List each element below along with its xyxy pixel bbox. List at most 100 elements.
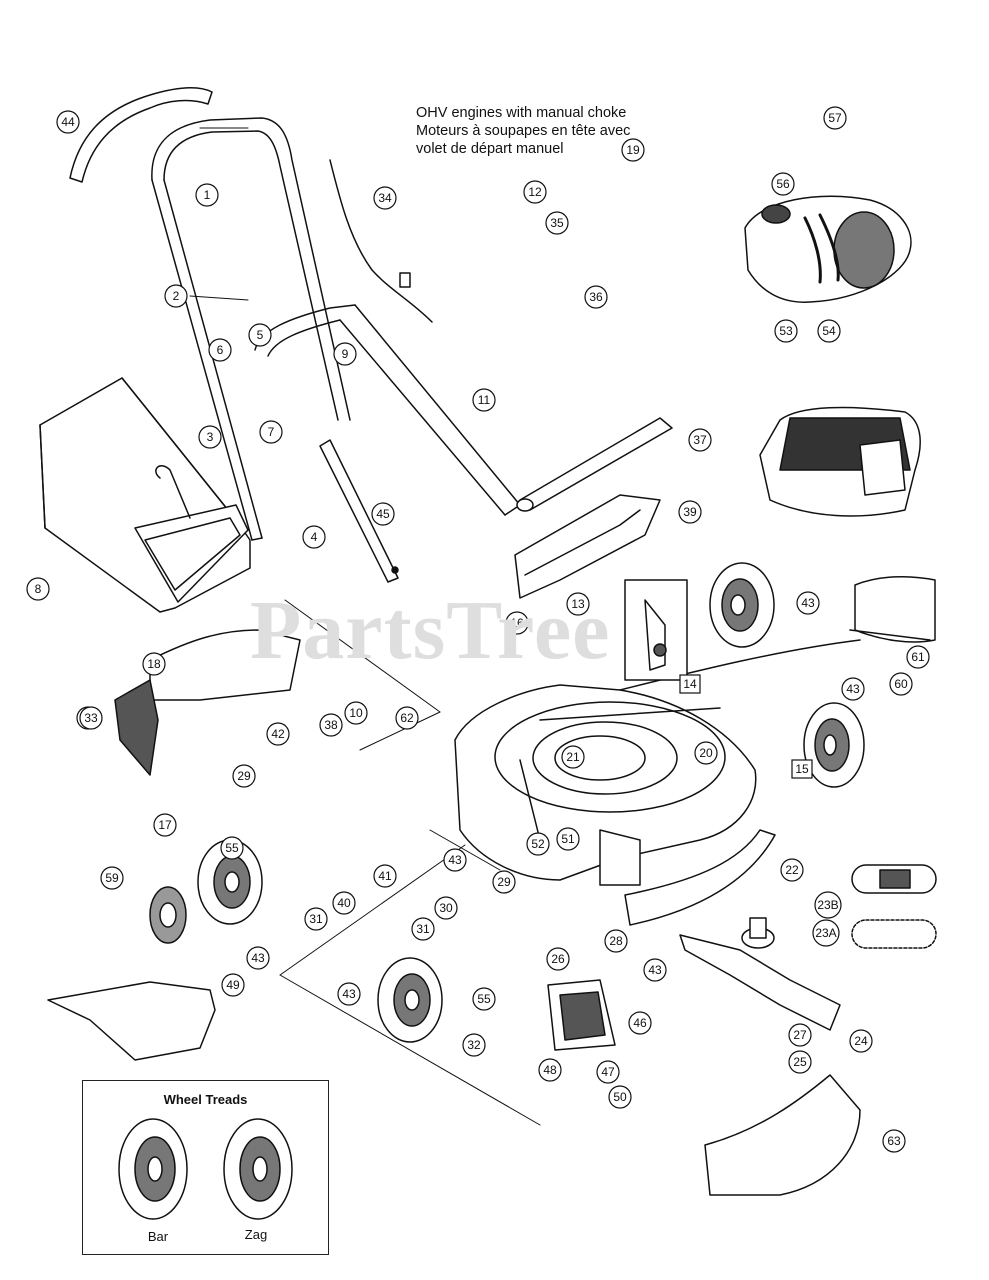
callout-number: 55 <box>225 841 239 855</box>
wheel-part <box>197 839 263 925</box>
callout-number: 29 <box>237 769 251 783</box>
callout-number: 37 <box>693 433 707 447</box>
callout-28: 28 <box>604 929 628 953</box>
callout-11: 11 <box>472 388 496 412</box>
callout-number: 47 <box>601 1065 615 1079</box>
callout-circle <box>628 1011 652 1035</box>
callout-circle <box>796 591 820 615</box>
callout-circle <box>694 741 718 765</box>
callout-43: 43 <box>337 982 361 1006</box>
callout-circle <box>774 319 798 343</box>
callout-48: 48 <box>538 1058 562 1082</box>
leader-lines <box>189 127 541 1126</box>
callout-circle <box>220 836 244 860</box>
callout-number: 14 <box>683 677 697 691</box>
callout-43: 43 <box>796 591 820 615</box>
callout-number: 43 <box>251 951 265 965</box>
callout-number: 53 <box>779 324 793 338</box>
note-line-2: Moteurs à soupapes en tête avec <box>416 123 631 139</box>
callout-number: 8 <box>35 582 42 596</box>
callout-circle <box>472 388 496 412</box>
callout-35: 35 <box>545 211 569 235</box>
callout-32: 32 <box>462 1033 486 1057</box>
callout-10: 10 <box>344 701 368 725</box>
wheel-part <box>377 957 443 1043</box>
callout-number: 21 <box>566 750 580 764</box>
callout-circle <box>882 1129 906 1153</box>
callout-23A: 23A <box>812 919 840 947</box>
callout-circle <box>688 428 712 452</box>
callout-54: 54 <box>817 319 841 343</box>
grass-bag-part <box>39 377 251 613</box>
callout-16: 16 <box>505 611 529 635</box>
callout-circle <box>221 973 245 997</box>
callout-circle <box>771 172 795 196</box>
callout-circle <box>232 764 256 788</box>
callout-circle <box>344 701 368 725</box>
callout-circle <box>371 502 395 526</box>
wheel-treads-art <box>118 1118 293 1220</box>
callout-circle <box>246 946 270 970</box>
baffle-part <box>624 829 776 926</box>
callout-number: 20 <box>699 746 713 760</box>
callout-number: 50 <box>613 1090 627 1104</box>
callout-circle <box>266 722 290 746</box>
callout-number: 48 <box>543 1063 557 1077</box>
callout-number: 29 <box>497 875 511 889</box>
callout-number: 35 <box>550 216 564 230</box>
callout-number: 13 <box>571 597 585 611</box>
callout-47: 47 <box>596 1060 620 1084</box>
callout-number: 9 <box>342 347 349 361</box>
callout-circle <box>604 929 628 953</box>
callout-circle <box>462 1033 486 1057</box>
callout-circle <box>79 706 103 730</box>
callout-circle <box>472 987 496 1011</box>
callout-circle <box>566 592 590 616</box>
callout-55: 55 <box>472 987 496 1011</box>
callout-29: 29 <box>232 764 256 788</box>
engine-note: OHV engines with manual choke Moteurs à … <box>416 104 630 158</box>
callout-61: 61 <box>906 645 930 669</box>
engine-part <box>759 406 921 517</box>
callout-39: 39 <box>678 500 702 524</box>
callout-19: 19 <box>621 138 645 162</box>
callout-21: 21 <box>561 745 585 769</box>
callout-number: 43 <box>648 963 662 977</box>
callout-2: 2 <box>164 284 188 308</box>
rear-flap-rod-part <box>516 417 673 512</box>
callout-circle <box>608 1085 632 1109</box>
callout-circle <box>208 338 232 362</box>
callout-1: 1 <box>195 183 219 207</box>
callout-3: 3 <box>198 425 222 449</box>
callout-number: 39 <box>683 505 697 519</box>
callout-number: 56 <box>776 177 790 191</box>
lower-handle-part <box>254 304 521 516</box>
callout-number: 61 <box>911 650 925 664</box>
callout-number: 49 <box>226 978 240 992</box>
callout-50: 50 <box>608 1085 632 1109</box>
side-discharge-part <box>114 629 301 776</box>
callout-circle <box>814 891 842 919</box>
callout-number: 36 <box>589 290 603 304</box>
callout-circle <box>434 896 458 920</box>
callout-number: 42 <box>271 727 285 741</box>
callout-number: 26 <box>551 952 565 966</box>
callout-circle <box>621 138 645 162</box>
callout-number: 43 <box>448 853 462 867</box>
callout-13: 13 <box>566 592 590 616</box>
callout-number: 3 <box>207 430 214 444</box>
callout-number: 41 <box>378 869 392 883</box>
callout-circle <box>302 525 326 549</box>
callout-number: 45 <box>376 507 390 521</box>
callout-number: 60 <box>894 677 908 691</box>
callout-30: 30 <box>434 896 458 920</box>
callout-41: 41 <box>373 864 397 888</box>
callout-number: 19 <box>626 143 640 157</box>
callout-43: 43 <box>643 958 667 982</box>
callout-51: 51 <box>556 827 580 851</box>
callout-circle <box>411 917 435 941</box>
callout-55: 55 <box>220 836 244 860</box>
callout-circle <box>812 919 840 947</box>
callout-circle <box>443 848 467 872</box>
rear-flap-part <box>514 494 661 599</box>
